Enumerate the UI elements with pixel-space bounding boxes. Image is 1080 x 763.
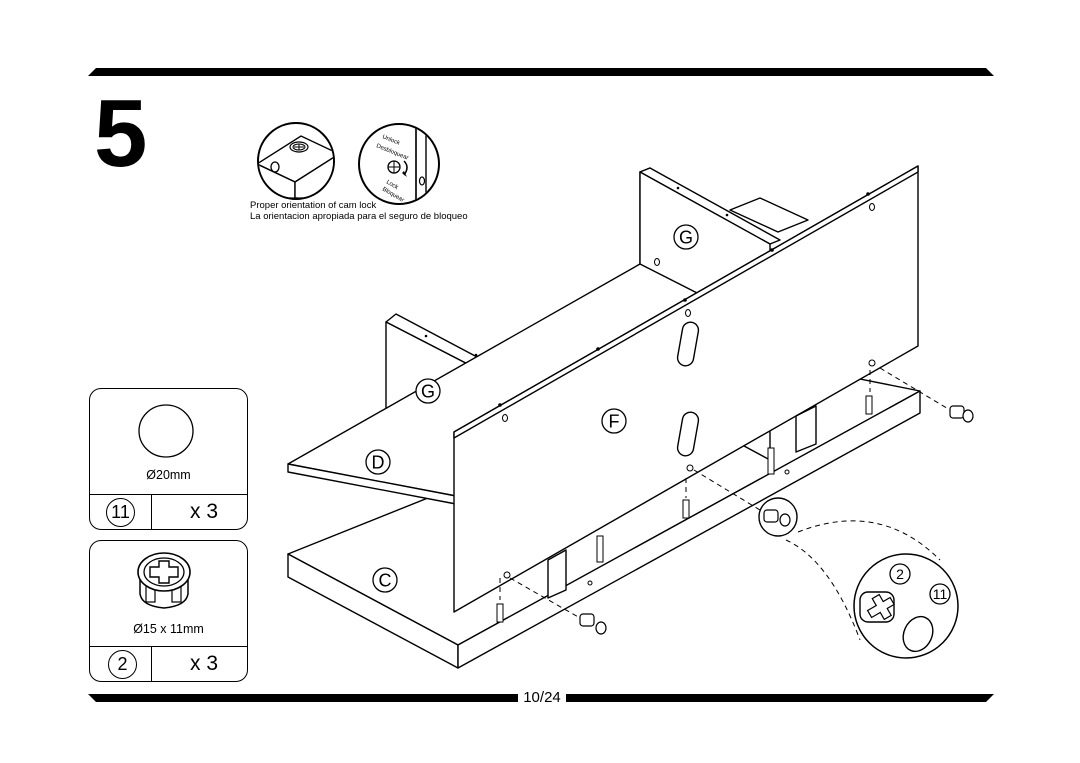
cam-orientation-caption: Proper orientation of cam lock La orient…: [250, 200, 468, 222]
part-size-label: Ø20mm: [146, 468, 191, 482]
quantity-divider: [151, 495, 152, 530]
cam-proper-orientation-diagram: [257, 122, 335, 200]
panel-label-c: C: [379, 571, 392, 591]
bottom-divider-bar-left: [88, 694, 518, 702]
panel-label-g-left: G: [421, 382, 435, 402]
panel-label-g-right: G: [679, 228, 693, 248]
page-number: 10/24: [523, 689, 561, 706]
top-divider-bar: [88, 68, 994, 76]
part-quantity: x 3: [190, 500, 219, 523]
step-number: 5: [94, 80, 147, 187]
part-quantity: x 3: [190, 652, 219, 675]
cam-lock-unlock-diagram: Unlock Desbloquear Lock Bloquear: [358, 123, 440, 205]
cam-housing-icon: [137, 552, 191, 609]
detail-label-part-11: 11: [933, 586, 948, 602]
panel-label-d: D: [372, 453, 385, 473]
part-quantity-row: 2 x 3: [90, 646, 247, 682]
part-card-cam-housing: Ø15 x 11mm 2 x 3: [89, 540, 248, 682]
part-number-badge: 11: [106, 498, 135, 527]
part-size-label: Ø15 x 11mm: [133, 622, 204, 636]
part-card-cam-lock: Ø20mm 11 x 3: [89, 388, 248, 530]
cam-disc-icon: [138, 404, 194, 458]
bottom-divider-bar-right: [566, 694, 994, 702]
detail-label-part-2: 2: [896, 566, 904, 582]
part-quantity-row: 11 x 3: [90, 494, 247, 530]
quantity-divider: [151, 647, 152, 682]
panel-label-f: F: [609, 412, 620, 432]
part-number-badge: 2: [108, 650, 137, 679]
cam-caption-spanish: La orientacion apropiada para el seguro …: [250, 211, 468, 222]
cam-caption-english: Proper orientation of cam lock: [250, 200, 377, 211]
